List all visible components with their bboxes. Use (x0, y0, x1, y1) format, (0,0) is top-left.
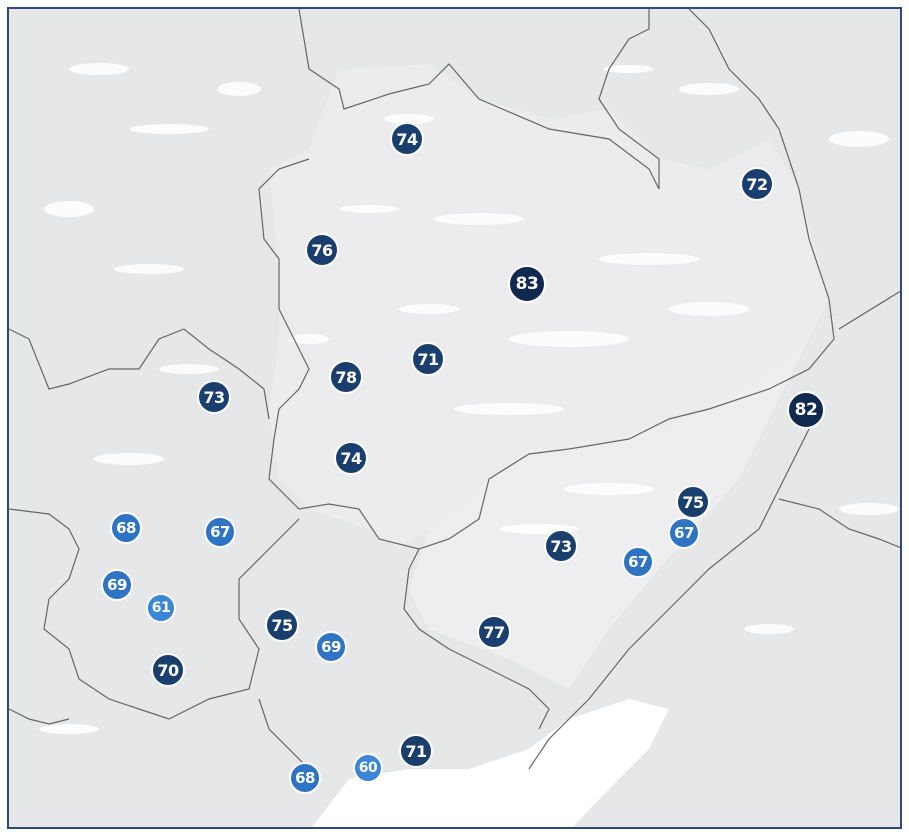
map-marker-74[interactable]: 74 (334, 441, 368, 475)
map-marker-67[interactable]: 67 (622, 546, 654, 578)
map-marker-76[interactable]: 76 (305, 233, 339, 267)
map-marker-72[interactable]: 72 (740, 167, 774, 201)
map-marker-69[interactable]: 69 (315, 631, 347, 663)
map-marker-67[interactable]: 67 (204, 516, 236, 548)
map-marker-69[interactable]: 69 (101, 569, 133, 601)
map-marker-73[interactable]: 73 (544, 529, 578, 563)
basemap (9, 9, 900, 827)
map-marker-73[interactable]: 73 (197, 380, 231, 414)
map-marker-77[interactable]: 77 (477, 615, 511, 649)
map-marker-75[interactable]: 75 (676, 485, 710, 519)
map-marker-60[interactable]: 60 (353, 753, 383, 783)
map-marker-74[interactable]: 74 (390, 122, 424, 156)
map-marker-82[interactable]: 82 (787, 391, 825, 429)
map-view[interactable]: 74 72 76 83 71 78 73 82 74 75 68 67 67 73 67 69 61 75 77 69… (7, 7, 902, 829)
map-marker-70[interactable]: 70 (151, 653, 185, 687)
map-marker-78[interactable]: 78 (329, 360, 363, 394)
map-marker-68[interactable]: 68 (289, 762, 321, 794)
map-marker-83[interactable]: 83 (508, 265, 546, 303)
map-marker-71[interactable]: 71 (411, 342, 445, 376)
map-marker-68[interactable]: 68 (110, 512, 142, 544)
map-marker-75[interactable]: 75 (265, 608, 299, 642)
map-marker-61[interactable]: 61 (146, 593, 176, 623)
map-marker-67[interactable]: 67 (668, 517, 700, 549)
map-marker-71[interactable]: 71 (399, 734, 433, 768)
